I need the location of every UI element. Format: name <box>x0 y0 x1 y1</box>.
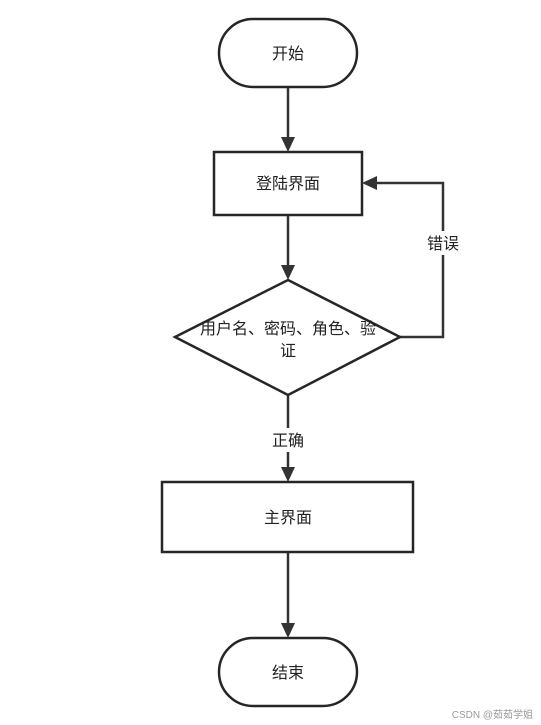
main-label: 主界面 <box>264 508 312 527</box>
validate-label-line2: 证 <box>280 341 296 360</box>
validate-decision-shape <box>172 278 403 397</box>
login-node: 登陆界面 <box>212 150 364 217</box>
error-label-bg <box>422 231 464 255</box>
login-process-shape <box>212 150 364 217</box>
correct-label: 正确 <box>272 431 304 450</box>
edges <box>281 87 445 638</box>
validate-label-line1: 用户名、密码、角色、验 <box>200 319 376 338</box>
start-node: 开始 <box>217 17 359 89</box>
login-label: 登陆界面 <box>256 174 320 193</box>
start-label: 开始 <box>272 44 304 63</box>
end-terminal-shape <box>217 636 359 708</box>
arrowhead-login-to-validate <box>281 265 295 280</box>
arrowhead-start-to-login <box>281 137 295 152</box>
end-node: 结束 <box>217 636 359 708</box>
main-process-shape <box>160 480 415 554</box>
watermark: CSDN @茹茹学姐 <box>452 708 533 721</box>
end-label: 结束 <box>272 663 304 682</box>
error-label: 错误 <box>427 234 459 253</box>
correct-label-bg <box>266 428 310 452</box>
arrowhead-error-loop <box>362 176 377 190</box>
edge-validate-to-login-error <box>376 181 445 339</box>
main-node: 主界面 <box>160 480 415 554</box>
arrowhead-main-to-end <box>281 623 295 638</box>
arrowhead-validate-to-main <box>281 467 295 482</box>
validate-node: 用户名、密码、角色、验 证 <box>172 278 403 397</box>
start-terminal-shape <box>217 17 359 89</box>
